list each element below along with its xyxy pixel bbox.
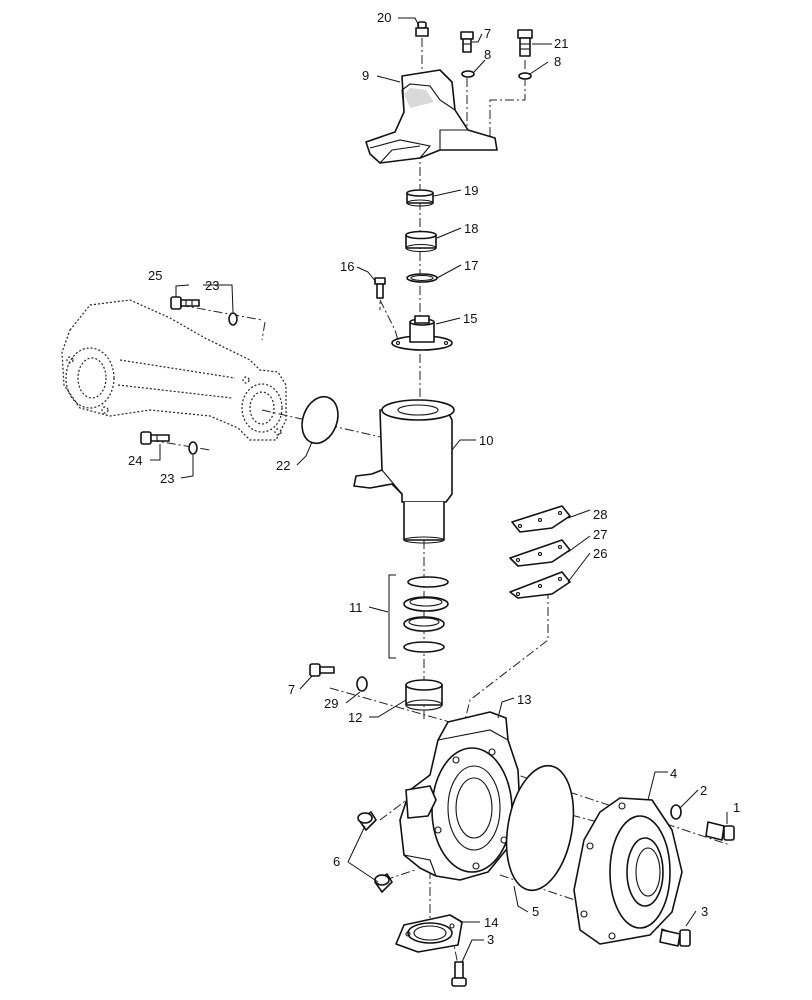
callout-25: 25 bbox=[148, 268, 162, 283]
callout-23-top: 23 bbox=[205, 278, 219, 293]
washer-part-29[interactable] bbox=[356, 676, 368, 692]
plug-part-6-bottom[interactable] bbox=[374, 873, 393, 893]
seal-kit-part-11[interactable] bbox=[388, 574, 449, 659]
plug-part-6-top[interactable] bbox=[357, 811, 377, 831]
bolt-part-7-top[interactable] bbox=[460, 31, 474, 53]
o-ring-part-5[interactable] bbox=[498, 760, 583, 895]
bearing-part-19[interactable] bbox=[406, 189, 434, 207]
callout-14: 14 bbox=[484, 915, 498, 930]
callout-7-lower: 7 bbox=[288, 682, 295, 697]
callout-27: 27 bbox=[593, 527, 607, 542]
callout-3-lower: 3 bbox=[487, 932, 494, 947]
bushing-part-18[interactable] bbox=[405, 230, 437, 253]
callout-2: 2 bbox=[700, 783, 707, 798]
washer-part-8-left[interactable] bbox=[461, 70, 475, 78]
shim-part-27[interactable] bbox=[509, 539, 571, 567]
callout-28: 28 bbox=[593, 507, 607, 522]
callout-11: 11 bbox=[349, 600, 363, 615]
shim-part-28[interactable] bbox=[511, 505, 571, 533]
bolt-part-3-lower[interactable] bbox=[451, 961, 467, 987]
shim-part-26[interactable] bbox=[509, 571, 571, 599]
callout-16: 16 bbox=[340, 259, 354, 274]
callout-15: 15 bbox=[463, 311, 477, 326]
callout-5: 5 bbox=[532, 904, 539, 919]
knuckle-carrier-part-13[interactable] bbox=[399, 711, 521, 881]
callout-9: 9 bbox=[362, 68, 369, 83]
bolt-part-7-lower[interactable] bbox=[309, 663, 335, 677]
bolt-part-16[interactable] bbox=[374, 277, 386, 299]
callout-22: 22 bbox=[276, 458, 290, 473]
callout-leaders bbox=[150, 17, 728, 963]
callout-26: 26 bbox=[593, 546, 607, 561]
callout-18: 18 bbox=[464, 221, 478, 236]
o-ring-part-22[interactable] bbox=[296, 392, 344, 449]
callout-23-bottom: 23 bbox=[160, 471, 174, 486]
callout-19: 19 bbox=[464, 183, 478, 198]
seal-ring-part-17[interactable] bbox=[406, 273, 438, 283]
callout-20: 20 bbox=[377, 10, 391, 25]
bolt-part-1[interactable] bbox=[705, 821, 735, 841]
bolt-part-3-right[interactable] bbox=[659, 929, 691, 947]
callout-1: 1 bbox=[733, 800, 740, 815]
cover-part-4[interactable] bbox=[573, 797, 683, 945]
callout-6: 6 bbox=[333, 854, 340, 869]
callout-8-right: 8 bbox=[554, 54, 561, 69]
callout-12: 12 bbox=[348, 710, 362, 725]
washer-part-8-right[interactable] bbox=[518, 72, 532, 80]
callout-24: 24 bbox=[128, 453, 142, 468]
washer-part-2[interactable] bbox=[670, 804, 682, 820]
callout-3-right: 3 bbox=[701, 904, 708, 919]
callout-10: 10 bbox=[479, 433, 493, 448]
flange-plate-part-14[interactable] bbox=[395, 914, 463, 953]
callout-labels: 20 7 8 21 8 9 19 18 17 16 15 25 23 10 22… bbox=[128, 10, 740, 947]
callout-7-top: 7 bbox=[484, 26, 491, 41]
bolt-part-21[interactable] bbox=[517, 29, 533, 57]
callout-29: 29 bbox=[324, 696, 338, 711]
callout-13: 13 bbox=[517, 692, 531, 707]
steering-arm-part-9[interactable] bbox=[365, 69, 498, 164]
axle-housing-reference bbox=[61, 299, 287, 441]
callout-4: 4 bbox=[670, 766, 677, 781]
grease-fitting-part-20[interactable] bbox=[415, 21, 429, 37]
king-pin-part-15[interactable] bbox=[391, 315, 453, 351]
callout-17: 17 bbox=[464, 258, 478, 273]
bolt-part-24[interactable] bbox=[140, 431, 170, 445]
bushing-part-12[interactable] bbox=[405, 679, 443, 711]
callout-21: 21 bbox=[554, 36, 568, 51]
bolt-part-25[interactable] bbox=[170, 296, 200, 310]
knuckle-housing-part-10[interactable] bbox=[353, 399, 455, 544]
washer-part-23-top[interactable] bbox=[228, 312, 238, 326]
callout-8-left: 8 bbox=[484, 47, 491, 62]
washer-part-23-bottom[interactable] bbox=[188, 441, 198, 455]
